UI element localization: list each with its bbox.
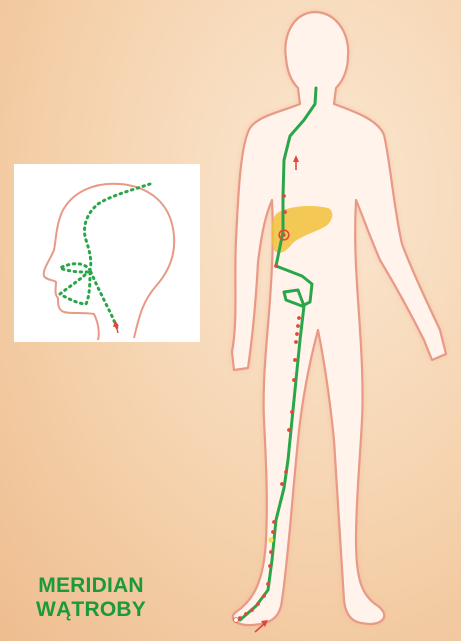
marker-point-white: [234, 618, 239, 623]
meridian-point: [271, 530, 275, 534]
meridian-point: [293, 358, 297, 362]
meridian-point: [274, 264, 278, 268]
meridian-point: [297, 316, 301, 320]
meridian-point: [244, 612, 248, 616]
body-silhouette: [232, 12, 446, 625]
meridian-point: [250, 608, 254, 612]
meridian-point: [272, 520, 276, 524]
meridian-point: [262, 594, 266, 598]
meridian-point: [294, 340, 298, 344]
meridian-point: [292, 378, 296, 382]
meridian-point: [256, 602, 260, 606]
meridian-point: [290, 410, 294, 414]
title-line-2: WĄTROBY: [18, 598, 164, 622]
title-line-1: MERIDIAN: [18, 574, 164, 598]
head-inset: [14, 164, 200, 342]
meridian-point: [287, 428, 291, 432]
meridian-title: MERIDIAN WĄTROBY: [18, 574, 164, 622]
meridian-point: [280, 482, 284, 486]
meridian-point: [269, 550, 273, 554]
meridian-point: [282, 194, 286, 198]
human-body: [232, 12, 446, 625]
meridian-point: [284, 470, 288, 474]
meridian-point: [283, 210, 287, 214]
marker-point-yellow: [268, 537, 273, 542]
meridian-point: [266, 582, 270, 586]
meridian-point: [268, 564, 272, 568]
meridian-point: [296, 324, 300, 328]
meridian-point: [295, 332, 299, 336]
